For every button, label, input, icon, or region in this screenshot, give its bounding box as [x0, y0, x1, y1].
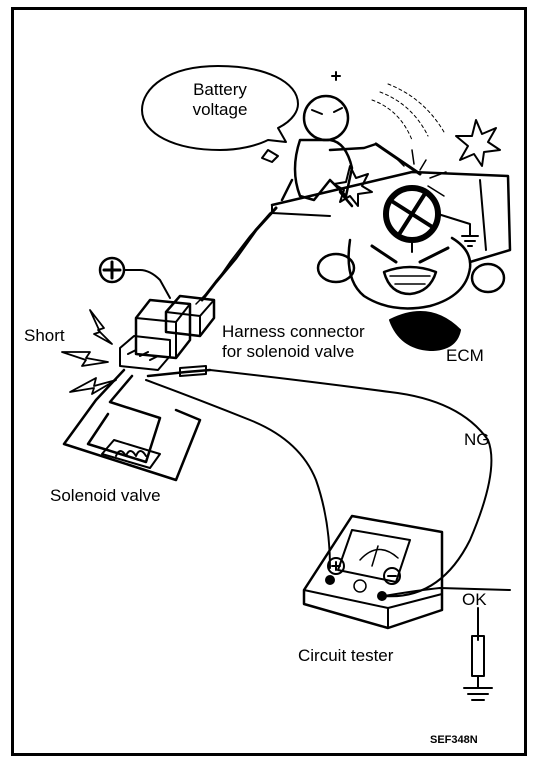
short-label: Short: [24, 326, 65, 345]
battery-voltage-line2: voltage: [192, 100, 248, 119]
short-circuit-bolt-icon: [61, 309, 117, 395]
diagram-frame: [11, 7, 527, 756]
ecm-unit-icon: [270, 170, 512, 264]
ecm-label: ECM: [446, 346, 484, 365]
spark-stars-icon: [261, 71, 501, 207]
harness-connector-icon: [119, 294, 216, 371]
ng-label: NG: [464, 430, 490, 449]
solenoid-valve-label: Solenoid valve: [50, 486, 161, 505]
tester-leads: [145, 365, 493, 598]
battery-voltage-label: Battery voltage: [172, 80, 268, 120]
harness-connector-line1: Harness connector: [222, 322, 365, 341]
harness-connector-line2: for solenoid valve: [222, 342, 355, 361]
battery-positive-icon: [98, 256, 171, 299]
ok-label: OK: [462, 590, 487, 609]
circuit-tester-label: Circuit tester: [298, 646, 394, 665]
circuit-tester-icon: [302, 514, 444, 630]
ground-lead-icon: [383, 587, 511, 701]
harness-connector-label: Harness connector for solenoid valve: [222, 322, 365, 362]
figure-code: SEF348N: [430, 734, 478, 746]
angry-ecm-character-icon: [316, 236, 506, 351]
speech-bubble: [141, 65, 299, 151]
battery-voltage-line1: Battery: [193, 80, 247, 99]
solenoid-valve-circuit: [62, 368, 202, 482]
